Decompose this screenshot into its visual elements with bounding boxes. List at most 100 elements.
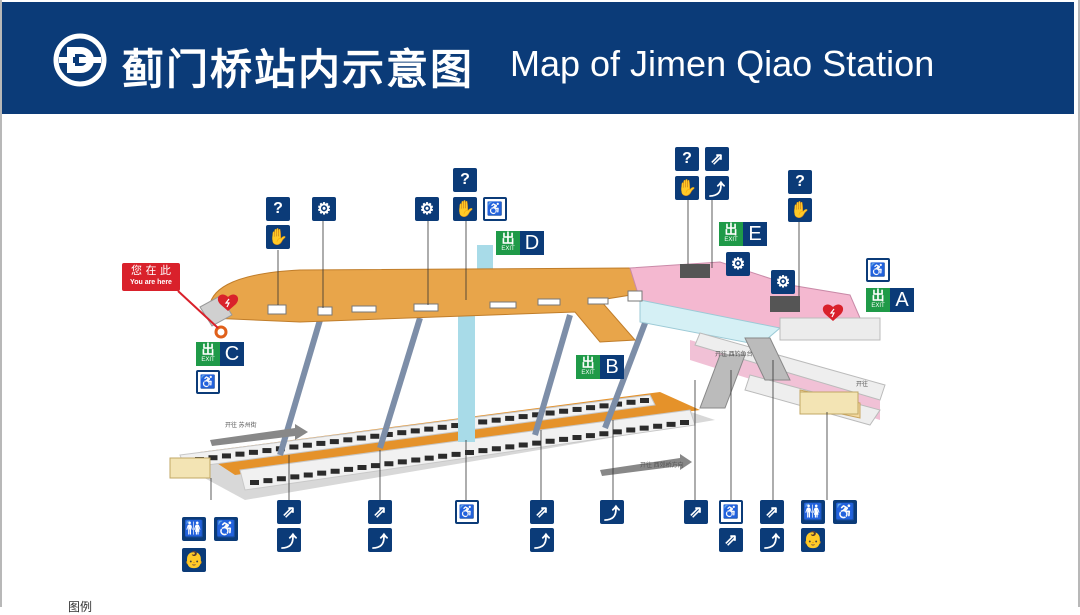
train-window [384, 461, 394, 467]
train-window [599, 403, 609, 409]
train-window [613, 401, 623, 407]
information-icon: ? [453, 168, 477, 192]
accessible-elevator-icon: ♿ [866, 258, 890, 282]
train-window [221, 453, 231, 459]
toilet-icon: 🚻 [801, 500, 825, 524]
train-window [639, 425, 649, 431]
train-window [653, 423, 663, 429]
header-banner: 蓟门桥站内示意图 Map of Jimen Qiao Station [2, 2, 1074, 114]
train-window [640, 398, 649, 403]
aed-icon [217, 294, 239, 311]
train-window [410, 428, 420, 434]
train-window [559, 436, 569, 442]
ticket-icon: ✋ [266, 225, 290, 249]
escalator-icon: ⤴ [530, 528, 554, 552]
you-are-here-label: 您 在 此 You are here [122, 263, 180, 291]
stairs-icon: ⇗ [277, 500, 301, 524]
direction-label-line10-b: 开往 [856, 380, 868, 388]
escalator-icon: ⤴ [600, 500, 624, 524]
train-window [411, 457, 421, 463]
train-window [330, 468, 340, 474]
train-window [263, 478, 273, 484]
stairs-icon: ⇗ [760, 500, 784, 524]
train-window [465, 450, 474, 455]
direction-label-east: 开往 西郊桥方向 [640, 461, 684, 469]
train-window [599, 431, 609, 437]
information-icon: ? [788, 170, 812, 194]
train-window [680, 420, 689, 425]
info-desk-left [169, 457, 211, 479]
train-window [518, 414, 528, 420]
train-window [626, 399, 636, 405]
leader-lines [210, 200, 828, 500]
train-window [208, 455, 218, 461]
train-window [545, 438, 555, 444]
train-window [250, 480, 259, 485]
information-icon: ? [675, 147, 699, 171]
train-window [289, 444, 299, 450]
train-window [344, 466, 354, 472]
customer-service-icon: ⚙ [312, 197, 336, 221]
ticket-icon: ✋ [453, 197, 477, 221]
train-window [478, 448, 488, 454]
train-window [397, 459, 407, 465]
accessible-elevator-icon: ♿ [455, 500, 479, 524]
train-window [505, 444, 515, 450]
stairs-icon: ⇗ [530, 500, 554, 524]
train-window [585, 433, 595, 439]
direction-arrow-west [210, 424, 308, 446]
train-window [586, 405, 596, 411]
station-title-chinese: 蓟门桥站内示意图 [122, 45, 475, 94]
train-window [626, 427, 636, 433]
beijing-subway-logo-icon [53, 33, 107, 87]
train-window [532, 412, 542, 418]
you-are-here-marker [214, 325, 228, 339]
direction-label-west: 开往 苏州街 [225, 421, 257, 429]
train-window [235, 451, 245, 457]
train-window [612, 429, 622, 435]
baby-care-icon: 👶 [182, 548, 206, 572]
stairs-icon: ⇗ [719, 528, 743, 552]
ticket-icon: ✋ [788, 198, 812, 222]
ticket-booths [680, 264, 800, 312]
accessible-toilet-icon: ♿ [833, 500, 857, 524]
train-window [666, 421, 676, 427]
lower-trains [195, 398, 689, 485]
train-window [290, 474, 300, 480]
customer-service-icon: ⚙ [415, 197, 439, 221]
stairs-icon: ⇗ [705, 147, 729, 171]
escalator-icon: ⤴ [760, 528, 784, 552]
direction-label-line10: 开往 西钓鱼台 [715, 350, 753, 358]
train-window [317, 470, 327, 476]
train-window [316, 440, 326, 446]
train-window [302, 442, 312, 448]
train-window [451, 423, 461, 429]
stairs-icon: ⇗ [684, 500, 708, 524]
train-window [370, 463, 380, 469]
train-window [329, 439, 339, 445]
train-window [424, 426, 434, 432]
train-window [276, 476, 286, 482]
direction-arrow-east [600, 454, 692, 476]
train-window [370, 433, 380, 439]
train-window [383, 431, 393, 437]
accessible-elevator-icon: ♿ [483, 197, 507, 221]
train-window [518, 442, 528, 448]
train-window [343, 437, 353, 443]
escalator-icon: ⤴ [368, 528, 392, 552]
train-window [491, 417, 501, 423]
train-window [559, 408, 569, 414]
escalator-icon: ⤴ [705, 176, 729, 200]
train-window [424, 455, 434, 461]
baby-care-icon: 👶 [801, 528, 825, 552]
stairs-icon: ⇗ [368, 500, 392, 524]
accessible-elevator-icon: ♿ [196, 370, 220, 394]
train-window [572, 435, 582, 440]
info-desk-right [799, 391, 859, 415]
